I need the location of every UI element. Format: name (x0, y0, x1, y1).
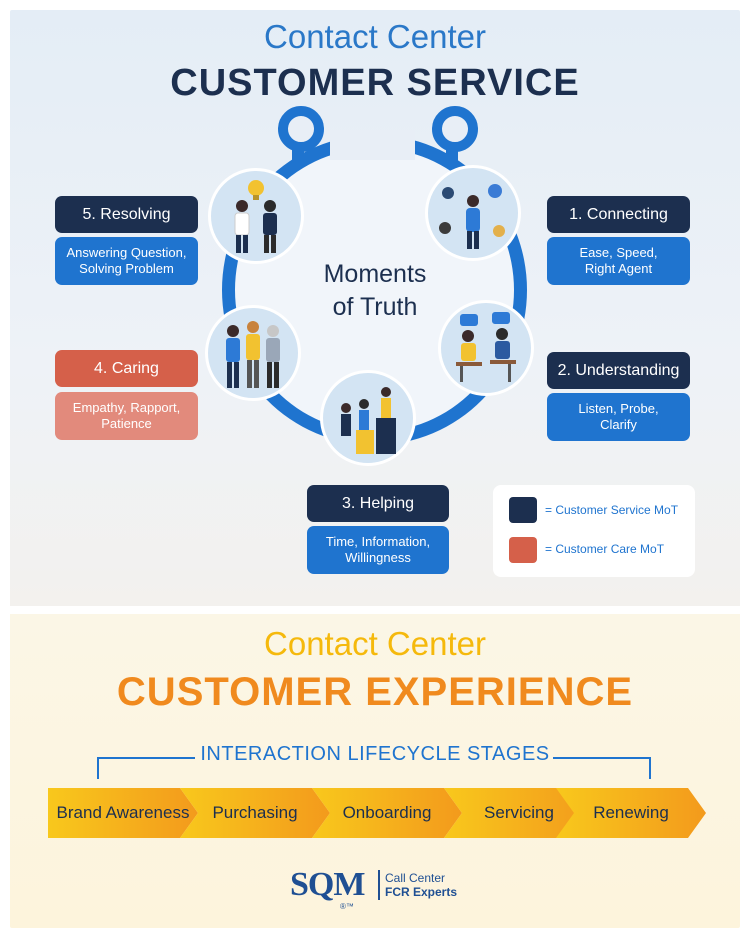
legend-swatch-care (509, 537, 537, 563)
resolving-illustration (208, 168, 304, 264)
ring-knob-left (278, 106, 324, 152)
logo-mark: SQM (290, 866, 365, 903)
lightbulb-idea-icon (234, 180, 277, 253)
stage-brand-awareness: Brand Awareness (48, 788, 198, 838)
bracket-right (553, 757, 651, 759)
legend-label-service: = Customer Service MoT (545, 503, 679, 517)
logo-line-2: FCR Experts (385, 885, 458, 899)
moment-caring-desc: Empathy, Rapport, Patience (55, 392, 198, 440)
connecting-illustration (425, 165, 521, 261)
moment-connecting-desc: Ease, Speed, Right Agent (547, 237, 690, 285)
logo-line-1: Call Center (385, 871, 446, 885)
stage-renewing: Renewing (556, 788, 706, 838)
legend-label-care: = Customer Care MoT (545, 542, 665, 556)
logo-divider (378, 870, 380, 900)
experience-title: CUSTOMER EXPERIENCE (116, 670, 634, 714)
stage-onboarding: Onboarding (312, 788, 462, 838)
moment-connecting-label: 1. Connecting (547, 196, 690, 233)
moment-resolving-desc: Answering Question, Solving Problem (55, 237, 198, 285)
stage-purchasing: Purchasing (180, 788, 330, 838)
stage-label-renewing: Renewing (593, 803, 669, 822)
ring-gap (330, 130, 415, 160)
lifecycle-stages-title: INTERACTION LIFECYCLE STAGES (200, 743, 550, 765)
center-line-1: Moments (323, 260, 427, 288)
moment-helping-label: 3. Helping (307, 485, 449, 522)
customer-experience-panel (10, 614, 740, 928)
service-title: CUSTOMER SERVICE (170, 62, 580, 104)
stage-servicing: Servicing (444, 788, 594, 838)
conversation-icon (456, 312, 516, 382)
stage-label-servicing: Servicing (484, 803, 554, 822)
climbing-steps-icon (341, 387, 396, 454)
moment-understanding-desc: Listen, Probe, Clarify (547, 393, 690, 441)
center-line-2: of Truth (332, 293, 418, 321)
moments-of-truth-text: Moments of Truth (300, 258, 450, 324)
service-subtitle: Contact Center (264, 18, 486, 55)
caring-illustration (205, 305, 301, 401)
stage-label-purchasing: Purchasing (212, 803, 298, 822)
legend: = Customer Service MoT = Customer Care M… (493, 485, 695, 577)
agent-network-icon (439, 184, 505, 249)
group-hug-icon (226, 321, 280, 388)
bracket-left-drop (97, 757, 99, 779)
moment-resolving-label: 5. Resolving (55, 196, 198, 233)
legend-swatch-service (509, 497, 537, 523)
bracket-right-drop (649, 757, 651, 779)
moment-caring-label: 4. Caring (55, 350, 198, 387)
logo-trademark: ®™ (340, 902, 354, 911)
moment-understanding-label: 2. Understanding (547, 352, 690, 389)
moment-helping-desc: Time, Information, Willingness (307, 526, 449, 574)
experience-subtitle: Contact Center (264, 625, 486, 662)
helping-illustration (320, 370, 416, 466)
understanding-illustration (438, 300, 534, 396)
bracket-left (97, 757, 195, 759)
stage-label-onboarding: Onboarding (342, 803, 432, 822)
ring-knob-right (432, 106, 478, 152)
stage-label-brand-awareness: Brand Awareness (56, 803, 190, 822)
